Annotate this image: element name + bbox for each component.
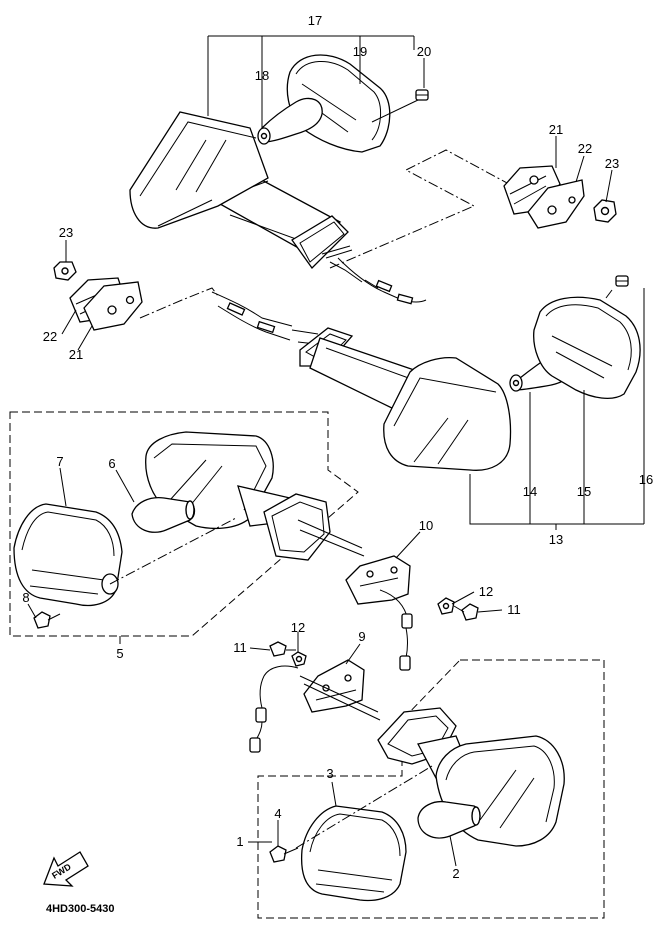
callout-10: 10 [419, 518, 433, 533]
callout-17: 17 [308, 13, 322, 28]
callout-19: 19 [353, 44, 367, 59]
callout-22-left: 22 [43, 329, 57, 344]
callout-23-left: 23 [59, 225, 73, 240]
callout-23: 23 [605, 156, 619, 171]
callout-12-lower: 12 [291, 620, 305, 635]
front-right-flasher-assembly [129, 54, 429, 305]
callout-labels: 17 18 19 20 21 22 23 23 22 21 14 15 16 1… [22, 13, 653, 881]
callout-6: 6 [108, 456, 115, 471]
forward-direction-arrow-icon: FWD [43, 851, 89, 887]
callout-21: 21 [549, 122, 563, 137]
diagram-code: 4HD300-5430 [46, 903, 115, 915]
front-left-flasher-assembly [211, 275, 641, 471]
rear-left-flasher-assembly [269, 707, 565, 902]
callout-22: 22 [578, 141, 592, 156]
callout-21-left: 21 [69, 347, 83, 362]
callout-9: 9 [358, 629, 365, 644]
callout-14: 14 [523, 484, 537, 499]
mounting-grommet-set-left [53, 261, 219, 331]
callout-11: 11 [507, 602, 521, 617]
callout-8: 8 [22, 590, 29, 605]
callout-20: 20 [417, 44, 431, 59]
leader-lines [27, 35, 645, 867]
callout-13: 13 [549, 532, 563, 547]
callout-12: 12 [479, 584, 493, 599]
mounting-grommet-set-right [329, 149, 617, 269]
callout-11-lower: 11 [233, 640, 247, 655]
rear-right-flasher-assembly [13, 431, 365, 629]
assembly-5-dashed-boundary [9, 411, 359, 637]
callout-5: 5 [116, 646, 123, 661]
callout-15: 15 [577, 484, 591, 499]
callout-2: 2 [452, 866, 459, 881]
callout-3: 3 [326, 766, 333, 781]
callout-4: 4 [274, 806, 281, 821]
bracket-plate-9-group [249, 641, 381, 753]
callout-18: 18 [255, 68, 269, 83]
callout-16: 16 [639, 472, 653, 487]
bracket-plate-10-group [345, 555, 479, 671]
callout-1: 1 [236, 834, 243, 849]
callout-7: 7 [56, 454, 63, 469]
